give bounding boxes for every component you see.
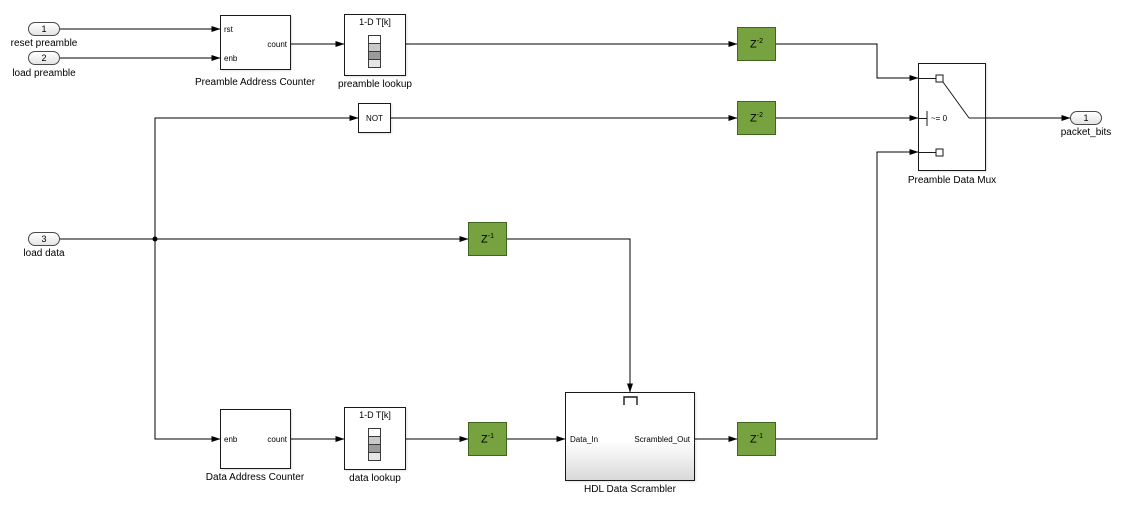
scrambler-output-label: Scrambled_Out bbox=[634, 435, 690, 444]
lookup-header: 1-D T[k] bbox=[359, 17, 391, 27]
switch-input1-square bbox=[935, 74, 944, 83]
delay-base: Z bbox=[750, 112, 757, 125]
block-caption-data-lookup: data lookup bbox=[349, 473, 401, 484]
block-caption-preamble-data-mux: Preamble Data Mux bbox=[907, 175, 997, 186]
lookup-table-icon bbox=[368, 428, 381, 461]
delay-exponent: -2 bbox=[756, 111, 763, 119]
port-label-enb: enb bbox=[224, 435, 238, 444]
port-label-count: count bbox=[267, 40, 287, 49]
delay-base: Z bbox=[481, 433, 488, 446]
lookup-table-cell bbox=[368, 59, 381, 68]
outport-label-packet-bits: packet_bits bbox=[1060, 127, 1112, 138]
block-caption-data-address-counter: Data Address Counter bbox=[205, 472, 305, 483]
block-caption-preamble-address-counter: Preamble Address Counter bbox=[194, 77, 316, 88]
inport-number: 2 bbox=[41, 53, 47, 63]
delay-exponent: -2 bbox=[756, 37, 763, 45]
delay-exponent: -1 bbox=[487, 232, 494, 240]
delay-base: Z bbox=[750, 38, 757, 51]
wire-delay-to-mux-in3[interactable] bbox=[776, 149, 919, 440]
delay-exponent: -1 bbox=[487, 432, 494, 440]
lookup-table-icon bbox=[368, 35, 381, 68]
delay-z-label: Z-2 bbox=[750, 112, 763, 125]
switch-criteria: ~= 0 bbox=[931, 114, 948, 123]
inport-label-load-data: load data bbox=[23, 248, 65, 259]
not-label: NOT bbox=[366, 113, 383, 123]
delay-block-z1-load[interactable]: Z-1 bbox=[468, 222, 507, 256]
data-address-counter-block[interactable]: enb count bbox=[220, 409, 291, 469]
inport-number: 1 bbox=[41, 24, 47, 34]
lookup-header: 1-D T[k] bbox=[359, 410, 391, 420]
delay-z-label: Z-2 bbox=[750, 38, 763, 51]
switch-input3-square bbox=[935, 148, 944, 157]
lookup-table-cell bbox=[368, 452, 381, 461]
wire-loaddata-to-data-counter[interactable] bbox=[154, 239, 221, 442]
wire-junction-dot bbox=[152, 236, 158, 242]
wire-delay-to-mux-in1[interactable] bbox=[776, 43, 919, 81]
inport-label-load-preamble: load preamble bbox=[12, 68, 76, 79]
port-label-enb: enb bbox=[224, 54, 238, 63]
delay-base: Z bbox=[750, 433, 757, 446]
data-lookup-block[interactable]: 1-D T[k] bbox=[344, 407, 406, 470]
not-operator-block[interactable]: NOT bbox=[358, 103, 391, 133]
preamble-lookup-block[interactable]: 1-D T[k] bbox=[344, 14, 406, 76]
port-label-count: count bbox=[267, 435, 287, 444]
hdl-data-scrambler-block[interactable]: Data_In Scrambled_Out bbox=[565, 392, 695, 481]
inport-reset-preamble[interactable]: 1 bbox=[28, 22, 60, 36]
delay-z-label: Z-1 bbox=[481, 433, 494, 446]
outport-packet-bits[interactable]: 1 bbox=[1070, 111, 1102, 125]
wire-loaddata-to-not[interactable] bbox=[154, 115, 359, 239]
outport-number: 1 bbox=[1083, 113, 1089, 123]
trigger-pulse-icon bbox=[623, 396, 638, 405]
delay-z-label: Z-1 bbox=[481, 233, 494, 246]
delay-block-z1-scrambled[interactable]: Z-1 bbox=[737, 422, 776, 456]
preamble-data-mux-block[interactable]: ~= 0 bbox=[918, 63, 986, 171]
delay-block-z1-data[interactable]: Z-1 bbox=[468, 422, 507, 456]
block-caption-preamble-lookup: preamble lookup bbox=[338, 79, 412, 90]
inport-number: 3 bbox=[41, 234, 47, 244]
delay-z-label: Z-1 bbox=[750, 433, 763, 446]
port-label-rst: rst bbox=[224, 25, 233, 34]
inport-load-data[interactable]: 3 bbox=[28, 232, 60, 246]
inport-load-preamble[interactable]: 2 bbox=[28, 51, 60, 65]
preamble-address-counter-block[interactable]: rst enb count bbox=[220, 15, 291, 70]
block-caption-hdl-data-scrambler: HDL Data Scrambler bbox=[584, 484, 676, 495]
switch-icon: ~= 0 bbox=[919, 74, 985, 157]
delay-block-z2-not[interactable]: Z-2 bbox=[737, 101, 776, 135]
delay-block-z2-preamble[interactable]: Z-2 bbox=[737, 27, 776, 61]
scrambler-input-label: Data_In bbox=[570, 435, 599, 444]
delay-base: Z bbox=[481, 233, 488, 246]
inport-label-reset-preamble: reset preamble bbox=[10, 38, 78, 49]
delay-exponent: -1 bbox=[756, 432, 763, 440]
wire-delay-to-scrambler-trigger[interactable] bbox=[507, 238, 633, 393]
